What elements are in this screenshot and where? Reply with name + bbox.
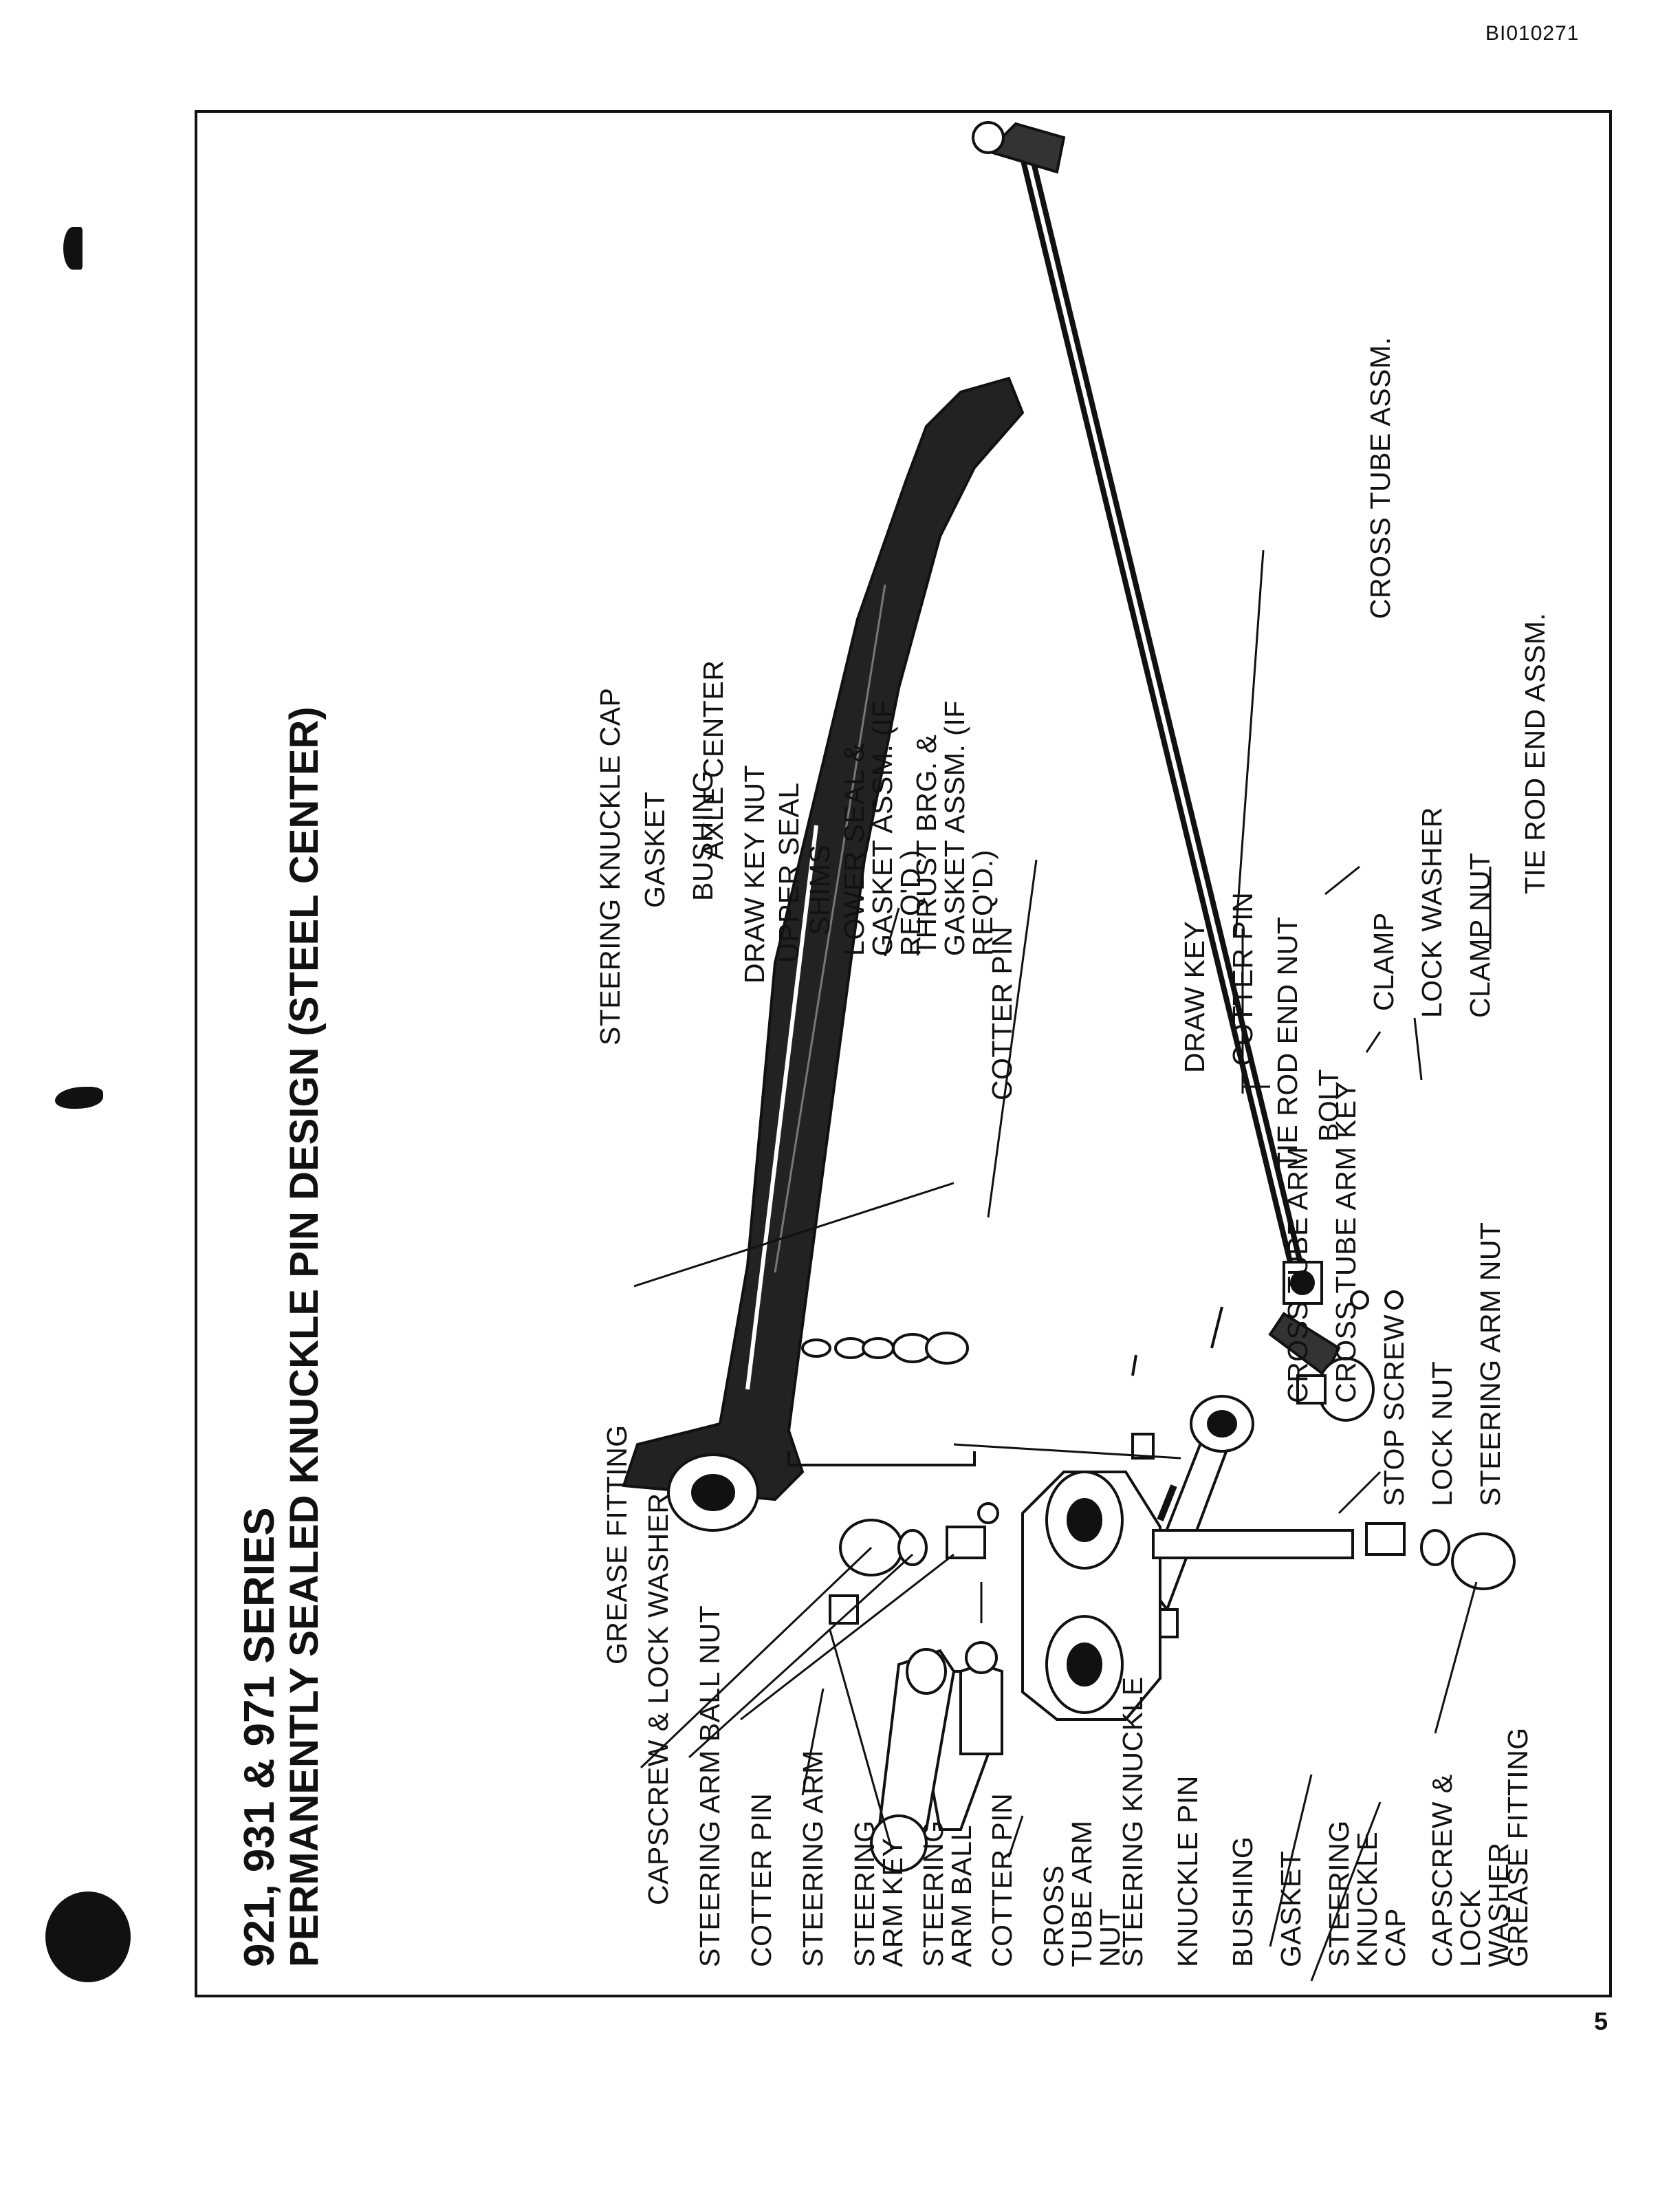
draw-key [1157,1484,1177,1521]
label-cross-tube-assm: CROSS TUBE ASSM. [1364,336,1396,619]
page-number: 5 [1594,2007,1608,2035]
label-lock-nut: LOCK NUT [1426,1360,1458,1506]
label-grease-fitting-top: GREASE FITTING [601,1424,633,1665]
label-cross-tube-arm-key: CROSS TUBE ARM KEY [1330,1081,1362,1403]
label-clamp-nut: CLAMP NUT [1464,852,1496,1018]
steering-arm-ball-nut [829,1594,859,1625]
hole-punch-mark [45,1891,131,1982]
label-steering-arm-nut: STEERING ARM NUT [1474,1222,1506,1506]
label-cross-tube-arm-nut: CROSS TUBE ARM NUT [1038,1820,1126,1967]
label-capscrew-lock-washer-top: CAPSCREW & LOCK WASHER [642,1493,674,1905]
label-steering-arm-key: STEERING ARM KEY [849,1820,908,1967]
label-knuckle-pin: KNUCKLE PIN [1172,1775,1203,1967]
label-grease-fitting-lower: GREASE FITTING [1502,1727,1534,1967]
label-shims: SHIMS [804,844,836,935]
label-cotter-pin-right: COTTER PIN [1227,891,1258,1066]
label-steering-arm-ball-nut: STEERING ARM BALL NUT [694,1605,726,1967]
label-cotter-pin-lower: COTTER PIN [986,1792,1018,1967]
label-steering-knuckle-cap-lower: STEERING KNUCKLE CAP [1323,1820,1411,1967]
lower-bushing [1365,1522,1406,1556]
tie-rod-end-assembly [1268,1312,1341,1378]
upper-seal [801,1338,831,1358]
label-clamp: CLAMP [1368,912,1399,1011]
label-thrust-brg-gasket: THRUST BRG. & GASKET ASSM. (IF REQ'D.) [910,700,999,956]
label-gasket-lower: GASKET [1275,1850,1307,1967]
exploded-parts-drawing [622,121,1516,1982]
label-tie-rod-end-nut: TIE ROD END NUT [1272,916,1303,1169]
bolt [1210,1306,1223,1349]
label-steering-arm-ball: STEERING ARM BALL [917,1820,977,1967]
label-draw-key: DRAW KEY [1179,920,1210,1073]
axle-center-beam [622,376,1025,1501]
label-gasket-upper: GASKET [639,791,670,908]
tie-rod-end-top [985,122,1066,174]
shim-2 [862,1337,895,1359]
label-draw-key-nut: DRAW KEY NUT [739,764,770,984]
scan-mark-middle [55,1087,103,1109]
label-cotter-pin-upper: COTTER PIN [986,926,1018,1100]
label-upper-seal: UPPER SEAL [773,782,805,964]
label-tie-rod-end-assm: TIE ROD END ASSM. [1519,612,1551,894]
rotated-sheet: 921, 931 & 971 SERIES PERMANENTLY SEALED… [197,113,1609,1995]
document-id: BI010271 [1485,22,1580,45]
diagram-frame: 921, 931 & 971 SERIES PERMANENTLY SEALED… [195,110,1612,1997]
label-lock-washer-right: LOCK WASHER [1416,807,1448,1018]
upper-bushing [946,1526,986,1559]
label-stop-screw: STOP SCREW [1378,1314,1410,1506]
label-steering-arm: STEERING ARM [797,1750,829,1967]
label-cross-tube-arm: CROSS TUBE ARM [1282,1146,1313,1403]
label-bushing-lower: BUSHING [1227,1836,1258,1967]
label-capscrew-lock-washer-lower: CAPSCREW & LOCK WASHER [1426,1774,1514,1967]
lower-knuckle-cap [1451,1532,1516,1590]
label-axle-center: AXLE CENTER [697,660,729,860]
scan-mark-top [63,227,83,270]
label-cotter-pin-left: COTTER PIN [745,1792,777,1967]
label-steering-knuckle-cap-upper: STEERING KNUCKLE CAP [594,687,626,1045]
shim-1 [834,1337,867,1359]
knuckle-pin [1152,1529,1354,1559]
upper-gasket [897,1529,928,1566]
draw-key-nut [977,1502,999,1524]
steering-arm-ball [959,1662,1003,1755]
lower-gasket [1420,1529,1450,1566]
label-steering-knuckle: STEERING KNUCKLE [1117,1676,1148,1967]
thrust-bearing [925,1332,969,1365]
